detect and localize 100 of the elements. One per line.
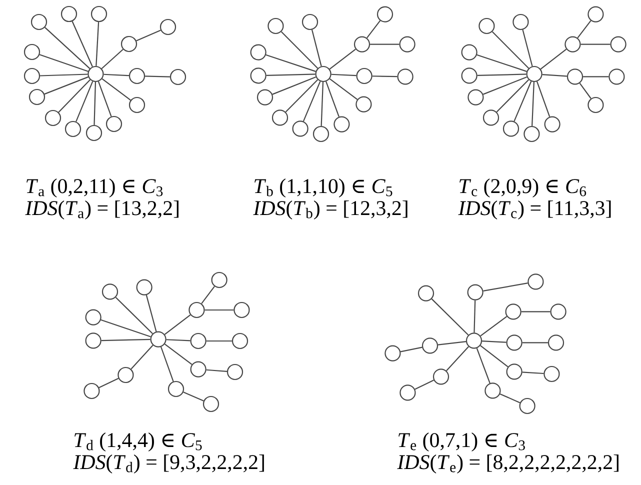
vertex-circle xyxy=(232,332,248,350)
formula-text: IDS(T$_{a}$) = [13,2,2] xyxy=(25,200,178,220)
edge-line xyxy=(58,79,90,113)
edge-line xyxy=(272,76,316,95)
vertex-circle xyxy=(292,120,308,137)
edge-line xyxy=(514,81,532,122)
edge-line xyxy=(280,31,318,69)
edge-line xyxy=(206,340,232,342)
vertex-circle xyxy=(524,126,540,142)
vertex-circle xyxy=(315,66,332,82)
vertex-circle xyxy=(502,120,520,137)
vertex-circle xyxy=(400,384,416,401)
edge-line xyxy=(183,392,204,402)
vertex-circle xyxy=(128,68,146,84)
vertex-circle xyxy=(354,36,370,52)
vertex-circle xyxy=(506,334,522,351)
formula-text: IDS(T$_{c}$) = [11,3,3] xyxy=(458,200,611,220)
vertex-circle xyxy=(24,44,40,60)
edge-line xyxy=(482,76,528,95)
vertex-circle xyxy=(44,110,62,126)
edge-line xyxy=(474,300,476,333)
edge-line xyxy=(580,44,610,45)
vertex-circle xyxy=(588,96,604,114)
vertex-circle xyxy=(272,110,288,126)
vertex-circle xyxy=(211,272,228,288)
edge-line xyxy=(431,298,469,336)
vertex-circle xyxy=(188,302,205,318)
vertex-circle xyxy=(302,14,318,30)
vertex-circle xyxy=(519,398,536,414)
edge-line xyxy=(400,346,422,352)
vertex-circle xyxy=(466,332,482,349)
vertex-circle xyxy=(128,96,146,114)
vertex-circle xyxy=(30,14,48,30)
edge-line xyxy=(100,319,151,338)
edge-line xyxy=(522,342,548,344)
edge-line xyxy=(44,76,88,95)
vertex-circle xyxy=(505,304,522,320)
edge-line xyxy=(40,74,88,76)
edge-line xyxy=(438,341,466,346)
vertex-circle xyxy=(85,309,102,326)
vertex-circle xyxy=(170,68,186,86)
edge-line xyxy=(104,74,129,76)
vertex-circle xyxy=(461,68,478,84)
vertex-circle xyxy=(432,368,450,385)
vertex-circle xyxy=(202,396,220,412)
edge-line xyxy=(136,30,161,42)
edge-line xyxy=(206,369,228,372)
edge-line xyxy=(101,338,150,342)
edge-line xyxy=(583,76,609,78)
vertex-circle xyxy=(168,380,184,398)
edge-line xyxy=(44,27,90,69)
vertex-circle xyxy=(334,116,350,132)
edge-line xyxy=(98,378,119,388)
edge-line xyxy=(480,316,508,336)
vertex-circle xyxy=(356,68,372,84)
edge-line xyxy=(522,30,533,66)
vertex-circle xyxy=(397,68,414,85)
vertex-circle xyxy=(268,18,284,34)
edge-line xyxy=(521,311,550,312)
vertex-circle xyxy=(422,338,438,354)
vertex-circle xyxy=(512,14,529,30)
vertex-circle xyxy=(482,110,500,126)
vertex-circle xyxy=(610,36,626,52)
vertex-circle xyxy=(106,116,122,132)
edge-line xyxy=(366,20,381,38)
vertex-circle xyxy=(418,285,434,302)
edge-line xyxy=(320,82,324,126)
edge-line xyxy=(98,81,112,117)
vertex-circle xyxy=(234,302,250,318)
edge-line xyxy=(311,30,322,66)
vertex-circle xyxy=(60,6,78,22)
edge-line xyxy=(102,78,131,101)
edge-line xyxy=(329,48,356,70)
vertex-circle xyxy=(120,36,138,52)
edge-line xyxy=(483,282,528,292)
vertex-circle xyxy=(28,88,46,106)
edge-line xyxy=(522,372,544,374)
edge-line xyxy=(542,74,567,77)
vertex-circle xyxy=(588,6,604,22)
edge-line xyxy=(160,346,174,382)
edge-line xyxy=(496,79,530,112)
formula-text: T$_{a}$ (0,2,11) ∈ C$_{3}$ xyxy=(26,178,163,198)
edge-line xyxy=(94,82,96,125)
vertex-circle xyxy=(90,6,108,22)
edge-line xyxy=(145,76,170,78)
edge-line xyxy=(266,54,316,72)
vertex-circle xyxy=(160,18,176,36)
edge-line xyxy=(476,348,490,384)
formula-text: T$_{d}$ (1,4,4) ∈ C$_{5}$ xyxy=(74,432,202,452)
edge-line xyxy=(164,344,192,365)
vertex-circle xyxy=(356,96,372,112)
vertex-circle xyxy=(384,345,401,362)
edge-line xyxy=(146,294,157,332)
vertex-circle xyxy=(467,284,484,300)
edge-line xyxy=(96,22,100,66)
edge-line xyxy=(446,346,469,372)
formula-text: T$_{b}$ (1,1,10) ∈ C$_{5}$ xyxy=(254,178,392,198)
vertex-circle xyxy=(399,36,416,52)
vertex-circle xyxy=(250,68,266,84)
vertex-circle xyxy=(85,332,102,349)
